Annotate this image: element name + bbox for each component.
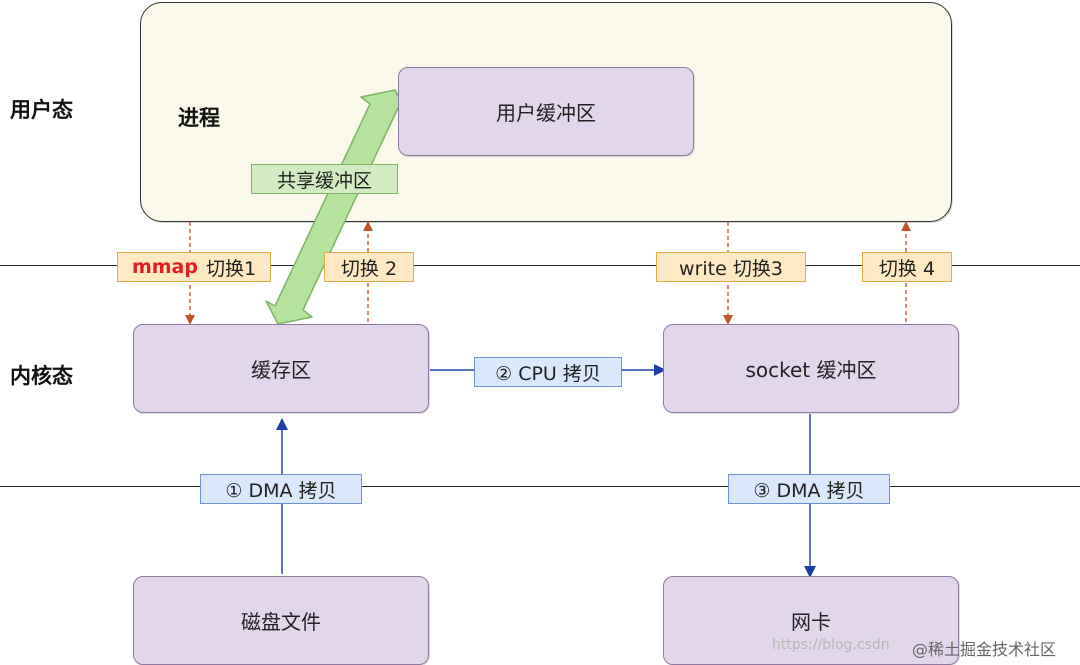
cache-label: 缓存区 — [251, 358, 311, 382]
mmap-keyword: mmap — [131, 256, 198, 278]
switch4-tag: 切换 4 — [862, 252, 952, 282]
cpu-copy-tag: ② CPU 拷贝 — [474, 357, 622, 387]
dma-copy-1-tag: ① DMA 拷贝 — [200, 474, 362, 504]
process-label: 进程 — [178, 106, 220, 130]
user-buffer-box: 用户缓冲区 — [398, 67, 694, 156]
switch4-text: 切换 4 — [878, 257, 936, 280]
watermark-url: https://blog.csdn — [772, 637, 890, 653]
kernel-mode-label: 内核态 — [10, 364, 73, 388]
socket-buffer-label: socket 缓冲区 — [745, 358, 877, 382]
cache-box: 缓存区 — [133, 324, 429, 413]
kernel-hardware-boundary-line — [0, 486, 1080, 487]
dma-copy-1-text: ① DMA 拷贝 — [225, 479, 337, 502]
switch1-text: 切换1 — [205, 257, 257, 280]
switch2-text: 切换 2 — [340, 257, 398, 280]
shared-buffer-tag: 共享缓冲区 — [251, 164, 398, 194]
disk-file-box: 磁盘文件 — [133, 576, 429, 665]
nic-label: 网卡 — [791, 610, 831, 634]
cpu-copy-text: ② CPU 拷贝 — [495, 362, 601, 385]
disk-file-label: 磁盘文件 — [241, 610, 321, 634]
switch3-tag: write 切换3 — [656, 252, 806, 282]
nic-box: 网卡 — [663, 576, 959, 665]
dma-copy-3-tag: ③ DMA 拷贝 — [728, 474, 890, 504]
socket-buffer-box: socket 缓冲区 — [663, 324, 959, 413]
user-mode-label: 用户态 — [10, 98, 73, 122]
shared-buffer-text: 共享缓冲区 — [276, 169, 372, 192]
shared-buffer-arrow — [265, 89, 408, 325]
switch1-tag: mmap 切换1 — [117, 252, 271, 282]
switch3-text: write 切换3 — [679, 257, 783, 280]
dma-copy-3-text: ③ DMA 拷贝 — [753, 479, 865, 502]
switch2-tag: 切换 2 — [324, 252, 414, 282]
user-kernel-boundary-line — [0, 265, 1080, 266]
user-buffer-label: 用户缓冲区 — [496, 101, 596, 125]
watermark-community: @稀土掘金技术社区 — [912, 640, 1057, 659]
